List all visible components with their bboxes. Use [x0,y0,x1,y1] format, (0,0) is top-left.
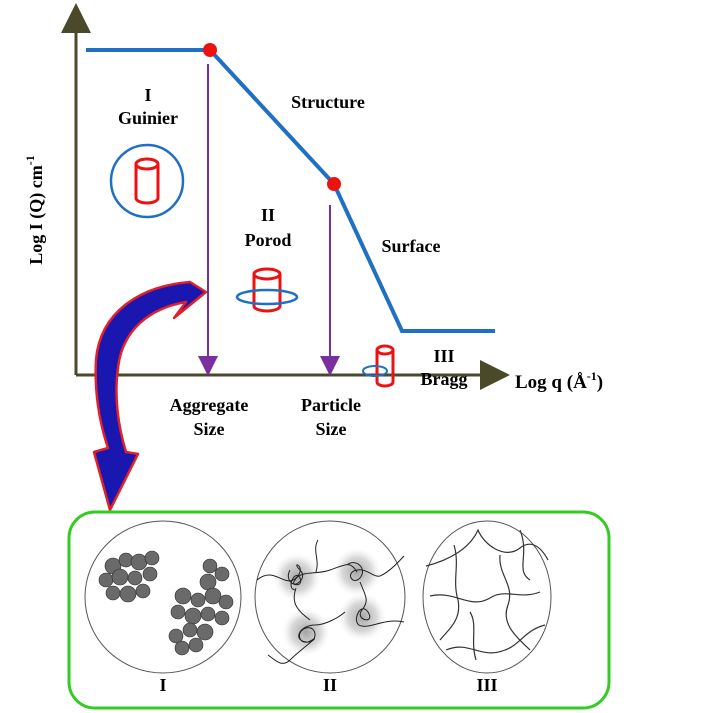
panel-label-i: I [159,675,166,695]
particle-size-line1: Particle [301,395,361,415]
cylinder-with-ring-icon [235,267,299,313]
region-ii-name: Porod [245,230,292,250]
transition-point-2 [327,177,341,191]
small-cylinder-with-ring-icon [362,344,395,388]
panel-ii-coils [254,520,406,674]
panel-i-aggregates [84,520,242,674]
y-axis-label: Log I (Q) cm-1 [23,155,47,264]
region-iii-name: Bragg [421,369,468,389]
panel-label-ii: II [323,675,337,695]
region-i-numeral: I [144,85,151,105]
panel-iii-network [422,520,552,674]
curved-arrow-icon [92,280,208,512]
particle-size-line2: Size [316,419,347,439]
transition-point-1 [203,43,217,57]
region-iii-numeral: III [433,346,454,366]
svg-text:Log I (Q) cm-1: Log I (Q) cm-1 [23,155,47,264]
aggregate-size-line1: Aggregate [170,395,249,415]
x-axis-label: Log q (Å-1) [515,369,603,393]
cylinder-in-circle-icon [109,143,185,219]
panel-label-iii: III [476,675,497,695]
structure-label: Structure [291,92,365,112]
aggregate-size-line2: Size [194,419,225,439]
surface-label: Surface [382,236,441,256]
region-ii-numeral: II [261,205,275,225]
region-i-name: Guinier [118,108,178,128]
